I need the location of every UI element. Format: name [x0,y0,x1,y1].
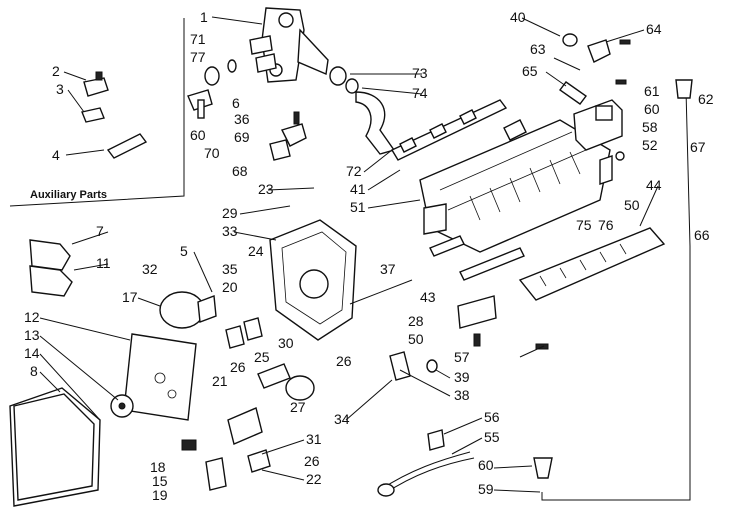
label-6: 6 [232,95,240,111]
label-26-c: 26 [304,453,320,469]
label-28: 28 [408,313,424,329]
label-73: 73 [412,65,428,81]
label-37: 37 [380,261,396,277]
label-50-b: 50 [624,197,640,213]
label-21: 21 [212,373,228,389]
label-50-a: 50 [408,331,424,347]
label-61: 61 [644,83,660,99]
label-32: 32 [142,261,158,277]
label-18: 18 [150,459,166,475]
label-4: 4 [52,147,60,163]
drive-motor [159,291,217,329]
label-36: 36 [234,111,250,127]
label-58: 58 [642,119,658,135]
label-35: 35 [222,261,238,277]
label-26-a: 26 [336,353,352,369]
label-17: 17 [122,289,138,305]
label-34: 34 [334,411,350,427]
label-27: 27 [290,399,306,415]
auxiliary-parts-caption: Auxiliary Parts [30,189,107,201]
label-30: 30 [278,335,294,351]
ice-stripper [518,227,666,301]
auxiliary-parts-frame [9,18,185,207]
control-housing [269,219,357,341]
front-cover [9,387,101,507]
upper-right-parts [559,33,631,105]
label-22: 22 [306,471,322,487]
label-7: 7 [96,223,104,239]
label-77: 77 [190,49,206,65]
label-43: 43 [420,289,436,305]
label-74: 74 [412,85,428,101]
label-44: 44 [646,177,662,193]
clip-bushing-parts [269,111,307,161]
label-69: 69 [234,129,250,145]
label-33: 33 [222,223,238,239]
label-40: 40 [510,9,526,25]
mold-heater-parts [573,99,625,185]
fill-cup-bar [390,99,508,161]
valve-small-parts [187,59,396,155]
label-55: 55 [484,429,500,445]
water-valve-assembly [249,7,329,83]
label-19: 19 [152,487,168,503]
label-3: 3 [56,81,64,97]
label-67: 67 [690,139,706,155]
label-52: 52 [642,137,658,153]
label-62: 62 [698,91,714,107]
ice-mold-body [419,119,611,253]
bracket-screws [426,295,549,373]
label-29: 29 [222,205,238,221]
label-25: 25 [254,349,270,365]
drive-gear [110,394,134,418]
label-57: 57 [454,349,470,365]
label-23: 23 [258,181,274,197]
label-14: 14 [24,345,40,361]
label-26-b: 26 [230,359,246,375]
label-65: 65 [522,63,538,79]
label-70: 70 [204,145,220,161]
label-1: 1 [200,9,208,25]
label-31: 31 [306,431,322,447]
label-39: 39 [454,369,470,385]
label-38: 38 [454,387,470,403]
switch-components [181,317,315,491]
label-8: 8 [30,363,38,379]
label-5: 5 [180,243,188,259]
leader-lines [39,16,659,493]
label-11: 11 [96,255,111,271]
label-20: 20 [222,279,238,295]
label-66: 66 [694,227,710,243]
label-51: 51 [350,199,366,215]
shutoff-arm [349,279,413,381]
label-63: 63 [530,41,546,57]
label-60-c: 60 [478,457,494,473]
fill-tube [533,79,693,501]
label-24: 24 [248,243,264,259]
label-64: 64 [646,21,662,37]
label-68: 68 [232,163,248,179]
label-41: 41 [350,181,366,197]
label-60-a: 60 [190,127,206,143]
label-15: 15 [152,473,168,489]
wiring-harness [377,429,475,497]
label-60-b: 60 [644,101,660,117]
mounting-plate [123,333,197,421]
label-71: 71 [190,31,206,47]
label-13: 13 [24,327,40,343]
label-76: 76 [598,217,614,233]
ejector-shaft [429,235,525,281]
water-valve-fitting [81,71,148,159]
label-59: 59 [478,481,494,497]
label-2: 2 [52,63,60,79]
wiring-plugs [29,239,73,297]
label-12: 12 [24,309,40,325]
label-72: 72 [346,163,362,179]
label-75: 75 [576,217,592,233]
label-56: 56 [484,409,500,425]
